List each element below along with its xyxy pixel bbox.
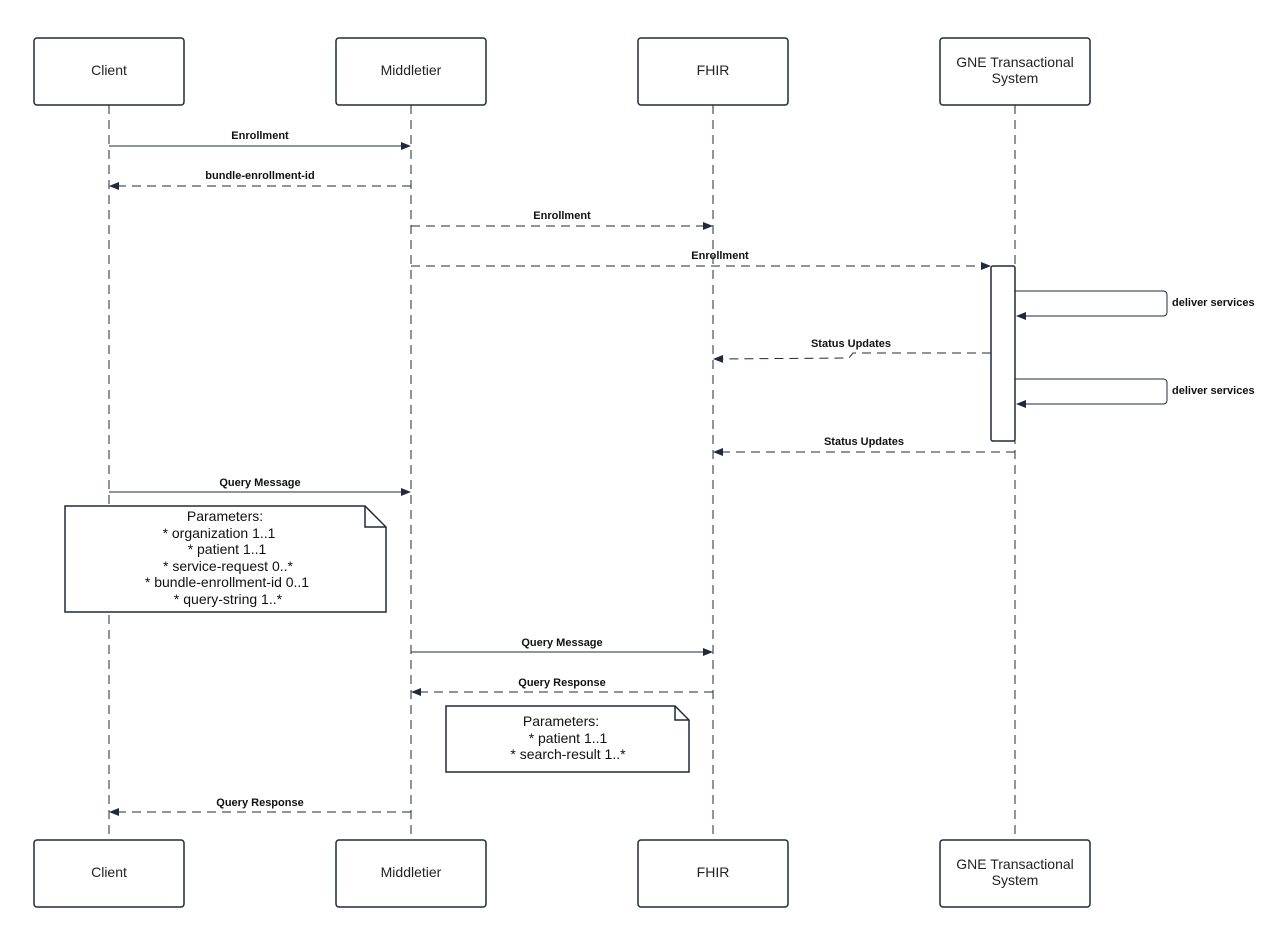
message-query-message-1[interactable]: Query Message bbox=[109, 477, 411, 496]
note-line: * search-result 1..* bbox=[510, 746, 626, 762]
message-label: Enrollment bbox=[231, 130, 289, 142]
participant-label-line1: GNE Transactional bbox=[956, 54, 1074, 70]
message-label: Status Updates bbox=[811, 338, 891, 350]
message-label: bundle-enrollment-id bbox=[205, 170, 314, 182]
note-line: Parameters: bbox=[187, 508, 263, 524]
message-label: Query Message bbox=[521, 637, 602, 649]
message-label: deliver services bbox=[1172, 385, 1255, 397]
participant-gne-bottom[interactable]: GNE Transactional System bbox=[939, 839, 1091, 908]
participant-middletier-bottom[interactable]: Middletier bbox=[335, 839, 487, 908]
participant-label-line1: GNE Transactional bbox=[956, 856, 1074, 872]
participant-client-bottom[interactable]: Client bbox=[33, 839, 185, 908]
note-line: * bundle-enrollment-id 0..1 bbox=[145, 574, 309, 590]
message-label: deliver services bbox=[1172, 297, 1255, 309]
note-line: * query-string 1..* bbox=[174, 591, 283, 607]
message-status-updates-2[interactable]: Status Updates bbox=[713, 436, 1015, 456]
message-query-message-2[interactable]: Query Message bbox=[411, 637, 713, 656]
message-query-response-1[interactable]: Query Response bbox=[411, 677, 713, 696]
message-label: Query Response bbox=[518, 677, 605, 689]
message-label: Enrollment bbox=[691, 250, 749, 262]
message-label: Enrollment bbox=[533, 210, 591, 222]
participant-label: FHIR bbox=[697, 864, 730, 880]
message-enrollment-1[interactable]: Enrollment bbox=[109, 130, 411, 150]
note-line: * patient 1..1 bbox=[188, 541, 267, 557]
participant-label-line2: System bbox=[992, 872, 1039, 888]
message-label: Status Updates bbox=[824, 436, 904, 448]
note-line: * service-request 0..* bbox=[163, 558, 293, 574]
note-response-parameters[interactable]: Parameters: * patient 1..1 * search-resu… bbox=[445, 705, 690, 773]
message-deliver-services-1[interactable]: deliver services bbox=[1015, 290, 1255, 320]
lifelines bbox=[108, 105, 1016, 840]
participant-label: Middletier bbox=[381, 62, 442, 78]
participant-label: Middletier bbox=[381, 864, 442, 880]
participant-fhir-bottom[interactable]: FHIR bbox=[637, 839, 789, 908]
participant-label: Client bbox=[91, 864, 127, 880]
note-line: Parameters: bbox=[523, 713, 599, 729]
note-line: * organization 1..1 bbox=[163, 525, 276, 541]
note-query-parameters[interactable]: Parameters: * organization 1..1 * patien… bbox=[64, 505, 387, 613]
participant-middletier-top[interactable]: Middletier bbox=[335, 37, 487, 106]
message-label: Query Message bbox=[219, 477, 300, 489]
message-bundle-enrollment-id[interactable]: bundle-enrollment-id bbox=[109, 170, 411, 190]
message-query-response-2[interactable]: Query Response bbox=[109, 797, 411, 816]
participant-label: FHIR bbox=[697, 62, 730, 78]
message-deliver-services-2[interactable]: deliver services bbox=[1015, 378, 1255, 408]
activation-bar-gne bbox=[990, 265, 1016, 442]
participant-label: Client bbox=[91, 62, 127, 78]
message-enrollment-3[interactable]: Enrollment bbox=[411, 250, 991, 270]
message-enrollment-2[interactable]: Enrollment bbox=[411, 210, 713, 230]
message-label: Query Response bbox=[216, 797, 303, 809]
participant-gne-top[interactable]: GNE Transactional System bbox=[939, 37, 1091, 106]
note-line: * patient 1..1 bbox=[529, 730, 608, 746]
participant-client-top[interactable]: Client bbox=[33, 37, 185, 106]
message-status-updates-1[interactable]: Status Updates bbox=[713, 338, 991, 363]
participant-fhir-top[interactable]: FHIR bbox=[637, 37, 789, 106]
participant-label-line2: System bbox=[992, 70, 1039, 86]
